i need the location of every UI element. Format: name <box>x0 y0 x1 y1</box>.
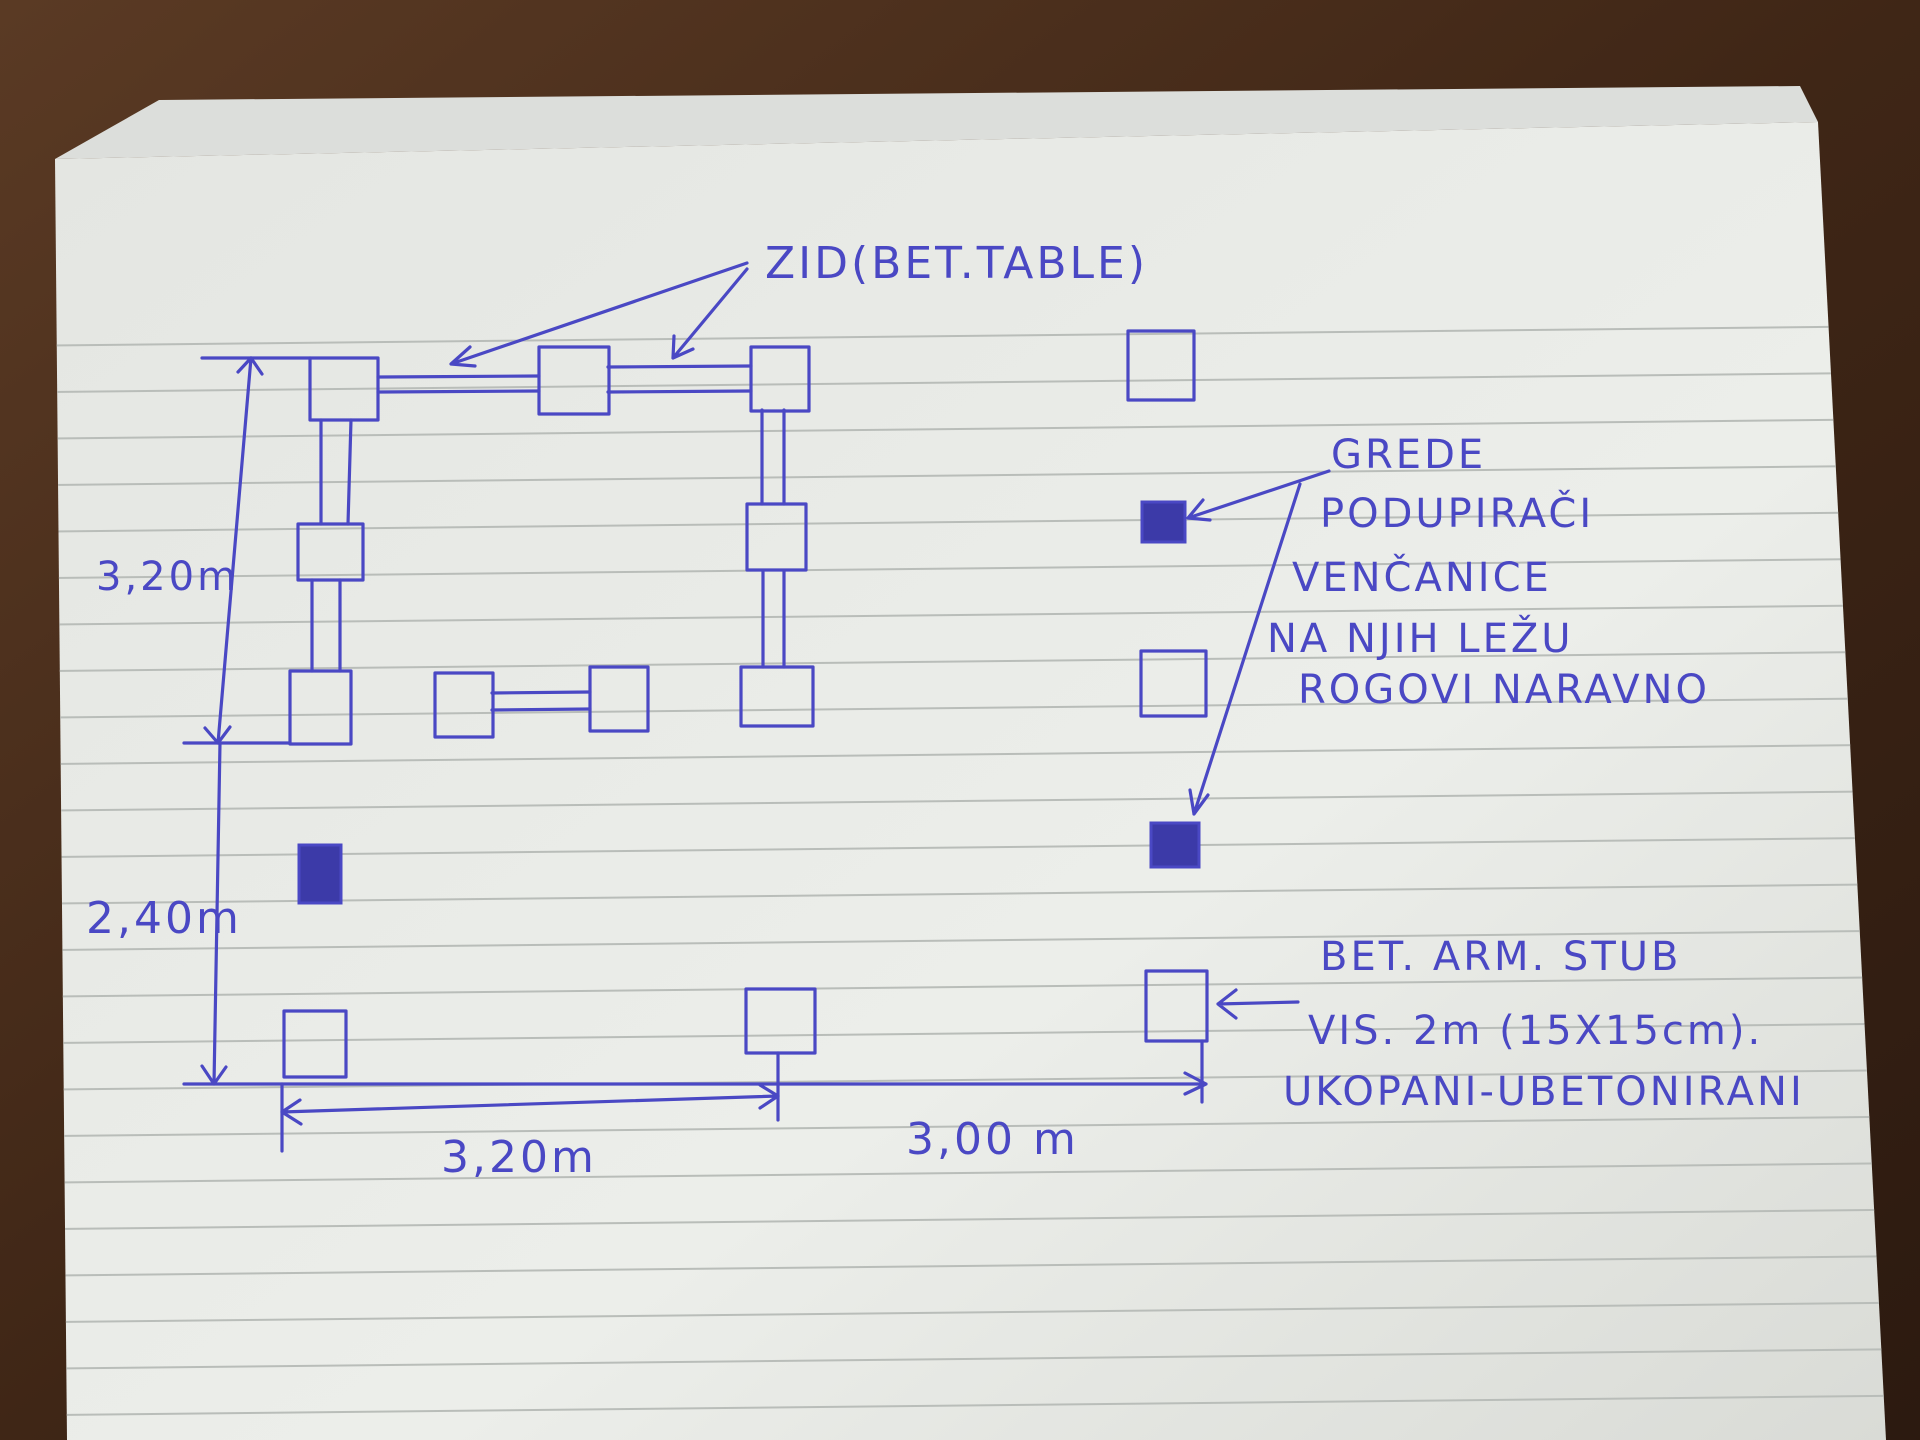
column-square <box>288 669 353 746</box>
column-square <box>1126 329 1196 402</box>
column-square <box>1144 969 1209 1043</box>
beams-label-line: PODUPIRAČI <box>1320 489 1594 537</box>
column-square <box>745 502 808 572</box>
column-square <box>537 345 611 416</box>
column-square <box>1139 649 1208 718</box>
column-square <box>308 356 380 422</box>
dimension-left-lower: 2,40m <box>86 893 242 944</box>
annotation-arrows <box>449 261 1331 1020</box>
column-square <box>588 665 650 733</box>
wall-a-b <box>376 374 541 394</box>
column-square <box>296 522 365 582</box>
column-square <box>744 987 817 1055</box>
beams-label-line: NA NJIH LEŽU <box>1267 614 1574 662</box>
dimension-bottom-left: 3,20m <box>441 1132 597 1183</box>
ruled-lines <box>55 319 1886 1440</box>
wall-f-j <box>761 569 786 669</box>
filled-post <box>297 843 343 905</box>
dimension-left-upper: 3,20m <box>96 554 239 600</box>
beams-label-line: GREDE <box>1331 432 1486 478</box>
column-square <box>282 1009 348 1079</box>
beams-label-line: ROGOVI NARAVNO <box>1298 667 1710 713</box>
column-square <box>749 345 811 413</box>
wall-a-e <box>319 418 353 526</box>
wall-h-i <box>490 690 592 712</box>
wall-e-g <box>310 578 342 673</box>
wall-c-f <box>760 408 786 506</box>
dimension-lines <box>182 356 1208 1153</box>
filled-post <box>1140 500 1187 544</box>
columns <box>282 329 1209 1079</box>
column-label-line: UKOPANI-UBETONIRANI <box>1283 1069 1805 1115</box>
column-square <box>739 665 815 728</box>
back-paper-sheet <box>55 86 1818 159</box>
wall-label: ZID(BET.TABLE) <box>765 238 1148 289</box>
filled-post <box>1149 821 1201 869</box>
walls <box>310 364 786 712</box>
column-square <box>433 671 495 739</box>
wall-b-c <box>606 364 753 394</box>
column-label-line: VIS. 2m (15X15cm). <box>1308 1008 1763 1054</box>
beams-label-line: VENČANICE <box>1292 553 1552 601</box>
dimension-bottom-right: 3,00 m <box>906 1114 1079 1165</box>
column-label-line: BET. ARM. STUB <box>1320 934 1681 980</box>
support-posts <box>297 500 1201 905</box>
